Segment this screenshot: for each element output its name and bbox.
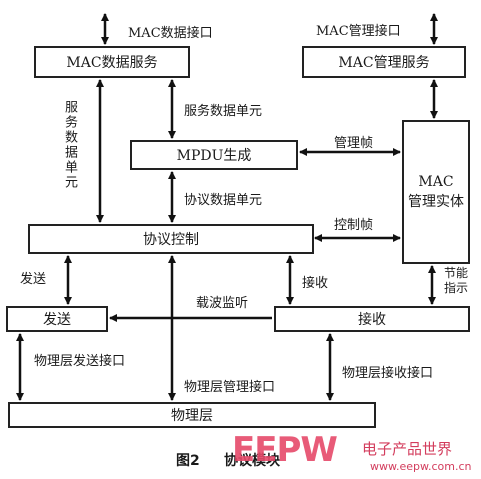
mac-data-iface-label: MAC数据接口 <box>128 26 213 41</box>
send-label: 发送 <box>20 272 47 287</box>
send-box: 发送 <box>6 306 108 332</box>
mac-mgmt-entity-line1: MAC <box>418 174 454 190</box>
phy-send-iface-label: 物理层发送接口 <box>34 354 126 369</box>
eepw-watermark-url: www.eepw.com.cn <box>370 460 472 473</box>
protocol-control-box: 协议控制 <box>28 224 314 254</box>
service-data-unit-vertical-label: 服务数据单元 <box>62 100 77 190</box>
ctrl-frame-label: 控制帧 <box>334 218 374 233</box>
mac-data-service-box: MAC数据服务 <box>34 46 190 78</box>
mac-mgmt-iface-label: MAC管理接口 <box>316 24 401 39</box>
figure-number: 图2 <box>176 453 200 469</box>
eepw-watermark-text: 电子产品世界 <box>362 440 453 458</box>
eepw-logo: EEPW <box>232 430 338 470</box>
figure-title: 协议模块 <box>224 453 280 469</box>
carrier-detect-label: 载波监听 <box>196 296 249 311</box>
node-indicate-line1: 节能 <box>444 266 469 280</box>
protocol-data-unit-label: 协议数据单元 <box>184 193 263 208</box>
mac-mgmt-entity-line2: 管理实体 <box>408 194 464 210</box>
receive-box: 接收 <box>274 306 470 332</box>
mpdu-gen-box: MPDU生成 <box>130 140 298 170</box>
phy-mgmt-iface-label: 物理层管理接口 <box>184 380 276 395</box>
service-data-unit-label: 服务数据单元 <box>184 104 263 119</box>
mac-mgmt-entity-box: MAC 管理实体 <box>402 120 470 264</box>
node-indicate-label: 节能 指示 <box>444 266 468 296</box>
phy-box: 物理层 <box>8 402 376 428</box>
mgmt-frame-label: 管理帧 <box>334 136 374 151</box>
recv-label: 接收 <box>302 276 329 291</box>
mac-mgmt-service-box: MAC管理服务 <box>302 46 466 78</box>
phy-recv-iface-label: 物理层接收接口 <box>342 366 434 381</box>
node-indicate-line2: 指示 <box>444 281 469 295</box>
